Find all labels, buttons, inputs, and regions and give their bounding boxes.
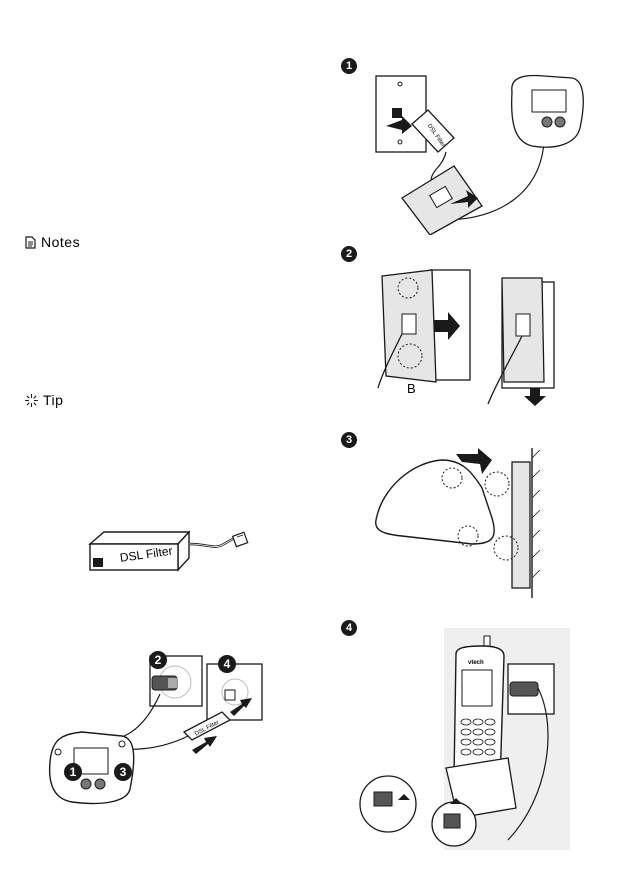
step-badge-1: 1 bbox=[341, 58, 357, 74]
callout-badge-2: 2 bbox=[149, 651, 167, 669]
handset-brand: vtech bbox=[468, 660, 484, 666]
document-icon bbox=[25, 235, 36, 249]
sparkle-icon bbox=[25, 393, 38, 407]
installation-diagram: DSL Filter bbox=[48, 655, 263, 805]
tip-heading: Tip bbox=[25, 392, 63, 408]
tip-title: Tip bbox=[43, 392, 64, 408]
step-badge-4: 4 bbox=[341, 620, 357, 636]
step-badge-3: 3 bbox=[341, 432, 357, 448]
callout-badge-3: 3 bbox=[114, 763, 132, 781]
notes-heading: Notes bbox=[25, 234, 80, 250]
callout-badge-1: 1 bbox=[64, 763, 82, 781]
callout-badge-4: 4 bbox=[218, 655, 236, 673]
step4-illustration: vtech bbox=[359, 628, 570, 850]
step1-illustration: DSL Filter bbox=[375, 74, 584, 235]
step3-illustration bbox=[375, 448, 541, 598]
step-badge-2: 2 bbox=[341, 246, 357, 262]
step2-illustration bbox=[377, 269, 555, 406]
dsl-filter-illustration: DSL Filter bbox=[88, 530, 249, 572]
step2-label-b: B bbox=[407, 381, 416, 396]
notes-title: Notes bbox=[41, 234, 81, 250]
